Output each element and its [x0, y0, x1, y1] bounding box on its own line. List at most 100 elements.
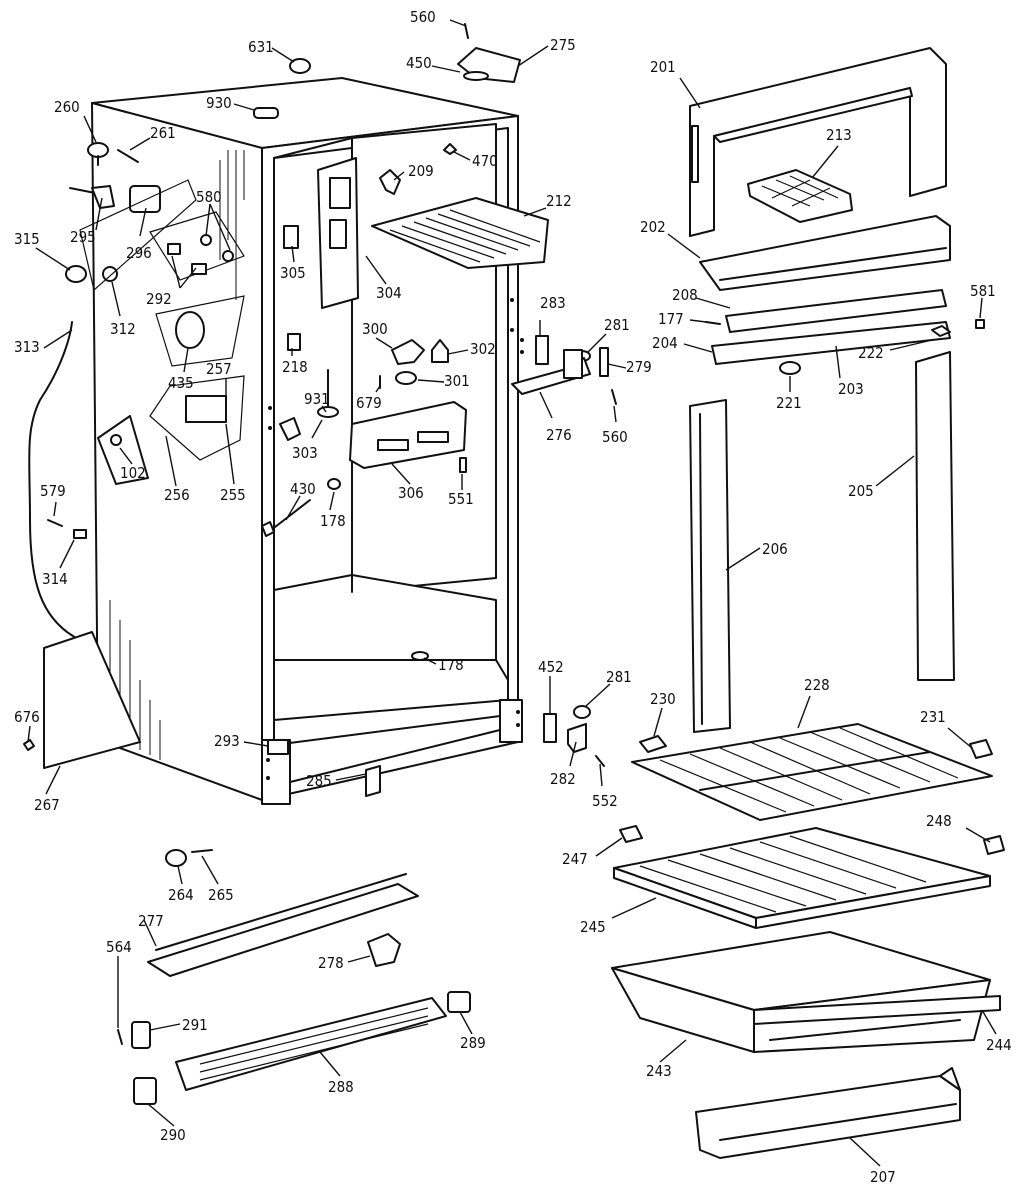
crisper-pan-243: [611, 931, 1001, 1053]
label-209: 209: [408, 162, 434, 180]
label-261: 261: [150, 124, 176, 142]
label-450: 450: [406, 54, 432, 72]
label-231: 231: [920, 708, 946, 726]
label-470: 470: [472, 152, 498, 170]
control-housing-304: [317, 157, 359, 309]
label-581: 581: [970, 282, 996, 300]
label-248: 248: [926, 812, 952, 830]
label-228: 228: [804, 676, 830, 694]
bottom-left-parts: [23, 739, 471, 1105]
label-279: 279: [626, 358, 652, 376]
label-631: 631: [248, 38, 274, 56]
meat-keeper-306: [349, 401, 467, 469]
callout-labels: 560 631 450 275 201 930 260 261 470 209 …: [14, 8, 1012, 1186]
panel-267: [43, 631, 141, 769]
label-206: 206: [762, 540, 788, 558]
label-930: 930: [206, 94, 232, 112]
freezer-shelf-212: [371, 197, 549, 269]
label-285: 285: [306, 772, 332, 790]
label-552: 552: [592, 792, 618, 810]
door-panel-206: [689, 399, 731, 733]
label-281-top: 281: [604, 316, 630, 334]
label-221: 221: [776, 394, 802, 412]
label-314: 314: [42, 570, 68, 588]
label-580: 580: [196, 188, 222, 206]
label-202: 202: [640, 218, 666, 236]
label-304: 304: [376, 284, 402, 302]
label-551: 551: [448, 490, 474, 508]
label-283: 283: [540, 294, 566, 312]
label-267: 267: [34, 796, 60, 814]
ice-tray-213: [747, 169, 853, 223]
hinge-assembly: [511, 335, 617, 405]
label-305: 305: [280, 264, 306, 282]
label-430: 430: [290, 480, 316, 498]
door-bin-207: [695, 1067, 961, 1159]
label-201: 201: [650, 58, 676, 76]
label-245: 245: [580, 918, 606, 936]
label-296: 296: [126, 244, 152, 262]
label-295: 295: [70, 228, 96, 246]
control-parts: [261, 333, 467, 661]
label-313: 313: [14, 338, 40, 356]
drain-tube-313: [28, 321, 81, 641]
label-452: 452: [538, 658, 564, 676]
label-281-bot: 281: [606, 668, 632, 686]
label-302: 302: [470, 340, 496, 358]
label-260: 260: [54, 98, 80, 116]
label-265: 265: [208, 886, 234, 904]
label-560-mid: 560: [602, 428, 628, 446]
label-301: 301: [444, 372, 470, 390]
label-312: 312: [110, 320, 136, 338]
label-288: 288: [328, 1078, 354, 1096]
label-676: 676: [14, 708, 40, 726]
part-305: [283, 225, 299, 249]
label-300: 300: [362, 320, 388, 338]
label-178-top: 178: [320, 512, 346, 530]
label-177: 177: [658, 310, 684, 328]
label-230: 230: [650, 690, 676, 708]
label-564: 564: [106, 938, 132, 956]
label-205: 205: [848, 482, 874, 500]
label-277: 277: [138, 912, 164, 930]
bottom-hinge-parts: [267, 705, 605, 797]
label-213: 213: [826, 126, 852, 144]
label-203: 203: [838, 380, 864, 398]
crisper-cover-245: [613, 827, 991, 929]
label-207: 207: [870, 1168, 896, 1186]
label-256: 256: [164, 486, 190, 504]
label-289: 289: [460, 1034, 486, 1052]
label-275: 275: [550, 36, 576, 54]
label-303: 303: [292, 444, 318, 462]
door-panel-205: [915, 351, 955, 681]
label-931: 931: [304, 390, 330, 408]
label-243: 243: [646, 1062, 672, 1080]
label-579: 579: [40, 482, 66, 500]
label-282: 282: [550, 770, 576, 788]
label-291: 291: [182, 1016, 208, 1034]
label-212: 212: [546, 192, 572, 210]
trim-203: [711, 321, 951, 365]
door-shelf-202: [699, 215, 951, 291]
label-204: 204: [652, 334, 678, 352]
label-276: 276: [546, 426, 572, 444]
label-293: 293: [214, 732, 240, 750]
label-306: 306: [398, 484, 424, 502]
small-parts-left: [47, 142, 245, 539]
label-222: 222: [858, 344, 884, 362]
freezer-door-201: [689, 47, 947, 237]
label-178-bot: 178: [438, 656, 464, 674]
label-264: 264: [168, 886, 194, 904]
label-560-top: 560: [410, 8, 436, 26]
label-102: 102: [120, 464, 146, 482]
label-290: 290: [160, 1126, 186, 1144]
label-257: 257: [206, 360, 232, 378]
strip-208: [725, 289, 947, 333]
wire-shelf-228: [631, 723, 993, 821]
label-218: 218: [282, 358, 308, 376]
label-435: 435: [168, 374, 194, 392]
label-244: 244: [986, 1036, 1012, 1054]
label-292: 292: [146, 290, 172, 308]
